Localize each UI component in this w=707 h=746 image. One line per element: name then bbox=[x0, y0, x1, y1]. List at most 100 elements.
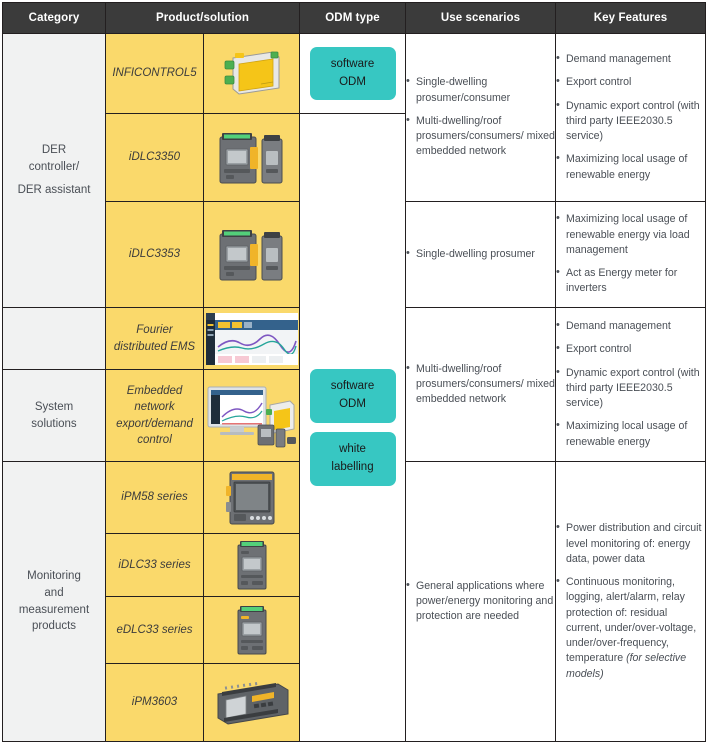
idlc3350-device-image bbox=[214, 127, 290, 189]
category-line: controller/ bbox=[28, 160, 80, 173]
product-image-cell bbox=[203, 461, 300, 534]
category-line: and bbox=[44, 586, 64, 599]
product-name-line: eDLC33 series bbox=[116, 623, 193, 636]
ipm58-device-image bbox=[222, 468, 282, 528]
list-item-italic-tail: (for selective models) bbox=[566, 652, 687, 680]
use-scenarios-list: General applications where power/energy … bbox=[406, 578, 555, 625]
list-item: Continuous monitoring, logging, alert/al… bbox=[556, 574, 705, 682]
list-item: Maximizing local usage of renewable ener… bbox=[556, 151, 705, 183]
column-header-use-scenarios: Use scenarios bbox=[405, 2, 556, 34]
column-header-category: Category bbox=[2, 2, 106, 34]
idlc33-device-image bbox=[230, 537, 274, 593]
product-name-cell: Fourier distributed EMS bbox=[105, 307, 204, 370]
table-header: Category Product/solution ODM type Use s… bbox=[2, 2, 706, 34]
use-scenarios-list: Multi-dwelling/roof prosumers/consumers/… bbox=[406, 361, 555, 408]
category-cell-system-solutions: System solutions bbox=[2, 369, 106, 462]
list-item: Act as Energy meter for inverters bbox=[556, 265, 705, 297]
product-name-cell: INFICONTROL5 bbox=[105, 33, 204, 114]
product-name-cell: iDLC33 series bbox=[105, 533, 204, 597]
column-header-key-features: Key Features bbox=[555, 2, 706, 34]
product-image-cell bbox=[203, 307, 300, 370]
list-item: Power distribution and circuit level mon… bbox=[556, 520, 705, 567]
odm-badge-software-odm[interactable]: software ODM bbox=[309, 46, 396, 101]
key-features-cell-1: Demand management Export control Dynamic… bbox=[555, 33, 706, 202]
key-features-cell-4: Power distribution and circuit level mon… bbox=[555, 461, 706, 742]
product-name-cell: iDLC3350 bbox=[105, 113, 204, 202]
list-item: Maximizing local usage of renewable ener… bbox=[556, 211, 705, 258]
badge-line: white bbox=[339, 443, 366, 455]
badge-line: software bbox=[330, 380, 375, 393]
table-row: eDLC33 series bbox=[3, 596, 706, 664]
product-name-line: control bbox=[137, 433, 172, 446]
product-name-line: iDLC33 series bbox=[118, 558, 191, 571]
inficontrol5-device-image bbox=[221, 48, 283, 100]
odm-badge-software-odm-2[interactable]: software ODM bbox=[309, 369, 396, 423]
list-item: Multi-dwelling/roof prosumers/consumers/… bbox=[406, 361, 555, 408]
badge-line: labelling bbox=[331, 460, 374, 473]
product-name-line: network bbox=[134, 401, 175, 414]
product-image-cell bbox=[203, 663, 300, 742]
product-name-line: INFICONTROL5 bbox=[112, 67, 197, 80]
list-item: General applications where power/energy … bbox=[406, 578, 555, 625]
category-line: solutions bbox=[31, 417, 77, 430]
column-header-odm-type: ODM type bbox=[299, 2, 406, 34]
key-features-list: Power distribution and circuit level mon… bbox=[556, 520, 705, 682]
table-row: iDLC3353 bbox=[3, 201, 706, 308]
product-image-cell bbox=[203, 113, 300, 202]
key-features-list: Demand management Export control Dynamic… bbox=[556, 318, 705, 450]
ipm3603-device-image bbox=[212, 678, 292, 728]
table-row: Fourier distributed EMS bbox=[2, 307, 706, 462]
key-features-list: Maximizing local usage of renewable ener… bbox=[556, 211, 705, 297]
column-header-product-solution: Product/solution bbox=[105, 2, 300, 34]
list-item: Demand management bbox=[556, 318, 705, 334]
embedded-network-control-image bbox=[206, 381, 298, 451]
category-line: System bbox=[34, 400, 74, 413]
product-image-cell bbox=[203, 201, 300, 308]
category-cell-monitoring-products: Monitoring and measurement products bbox=[2, 461, 106, 742]
table-row: Monitoring and measurement products iPM5… bbox=[2, 461, 706, 742]
list-item: Demand management bbox=[556, 51, 705, 67]
category-line: DER assistant bbox=[17, 184, 91, 197]
product-image-cell bbox=[203, 596, 300, 664]
product-name-line: Embedded bbox=[126, 385, 183, 398]
table-row: iPM3603 bbox=[3, 663, 706, 742]
category-line: products bbox=[31, 620, 77, 633]
odm-badge-white-labelling[interactable]: white labelling bbox=[309, 432, 396, 486]
badge-line: ODM bbox=[339, 398, 366, 411]
fourier-ems-screenshot-image bbox=[205, 312, 298, 365]
list-item: Multi-dwelling/roof prosumers/consumers/… bbox=[406, 113, 555, 160]
product-name-cell: iPM3603 bbox=[105, 663, 204, 742]
list-item: Single-dwelling prosumer bbox=[406, 246, 555, 262]
table-row: DER controller/ DER assistant INFICONTRO… bbox=[2, 33, 706, 308]
product-name-line: iDLC3350 bbox=[128, 151, 181, 164]
product-name-cell: iPM58 series bbox=[105, 461, 204, 534]
list-item: Export control bbox=[556, 341, 705, 357]
category-line: measurement bbox=[18, 603, 90, 616]
odm-type-cell-bottom: software ODM white labelling bbox=[299, 113, 406, 742]
list-item: Dynamic export control (with third party… bbox=[556, 365, 705, 412]
product-name-line: distributed EMS bbox=[113, 340, 196, 353]
use-scenarios-cell-3: Multi-dwelling/roof prosumers/consumers/… bbox=[405, 307, 556, 462]
header-row: Category Product/solution ODM type Use s… bbox=[2, 2, 706, 34]
list-item: Dynamic export control (with third party… bbox=[556, 98, 705, 145]
product-image-cell bbox=[203, 369, 300, 462]
key-features-list: Demand management Export control Dynamic… bbox=[556, 51, 705, 183]
use-scenarios-list: Single-dwelling prosumer/consumer Multi-… bbox=[406, 74, 555, 160]
product-name-line: Fourier bbox=[136, 324, 173, 337]
product-name-cell: iDLC3353 bbox=[105, 201, 204, 308]
table-row: System solutions Embedded network export… bbox=[2, 369, 706, 462]
use-scenarios-list: Single-dwelling prosumer bbox=[406, 246, 555, 262]
key-features-cell-3: Demand management Export control Dynamic… bbox=[555, 307, 706, 462]
product-image-cell bbox=[203, 33, 300, 114]
badge-line: ODM bbox=[339, 75, 366, 88]
list-item: Export control bbox=[556, 74, 705, 90]
product-name-cell: eDLC33 series bbox=[105, 596, 204, 664]
product-name-line: export/demand bbox=[116, 417, 193, 430]
list-item: Maximizing local usage of renewable ener… bbox=[556, 418, 705, 450]
badge-line: software bbox=[330, 57, 375, 70]
product-name-line: iPM58 series bbox=[121, 491, 188, 504]
category-line: DER bbox=[41, 143, 67, 156]
product-name-line: iPM3603 bbox=[131, 696, 178, 709]
use-scenarios-cell-1: Single-dwelling prosumer/consumer Multi-… bbox=[405, 33, 556, 202]
